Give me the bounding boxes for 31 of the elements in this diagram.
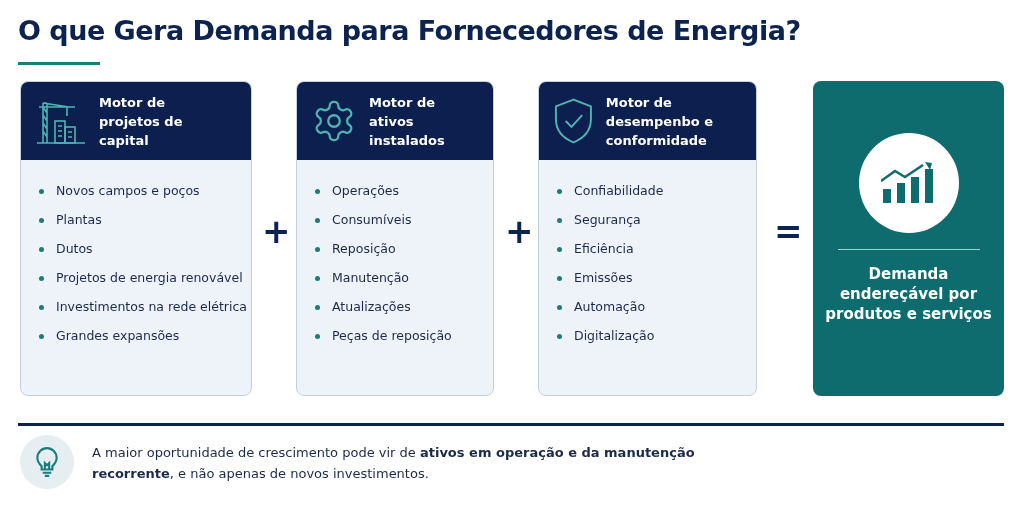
bullet-item: Segurança	[557, 211, 756, 229]
bullet-item: Consumíveis	[315, 211, 493, 229]
bullet-item: Manutenção	[315, 269, 493, 287]
bullet-item: Digitalização	[557, 327, 756, 345]
bullet-item: Plantas	[39, 211, 251, 229]
bullet-item: Grandes expansões	[39, 327, 251, 345]
result-card	[813, 81, 1004, 396]
bullet-item: Operações	[315, 182, 493, 200]
operator-symbol: =	[774, 214, 803, 248]
operator-symbol: +	[505, 214, 534, 248]
bullet-item: Eficiência	[557, 240, 756, 258]
card-heading: Motor de ativos instalados	[369, 93, 446, 150]
bullet-item: Confiabilidade	[557, 182, 756, 200]
bullet-item: Projetos de energia renovável	[39, 269, 251, 287]
driver-card	[538, 81, 757, 396]
bullet-item: Automação	[557, 298, 756, 316]
operator-symbol: +	[262, 214, 291, 248]
bullet-item: Reposição	[315, 240, 493, 258]
bullet-item: Investimentos na rede elétrica	[39, 298, 251, 316]
card-heading: Motor de projetos de capital	[99, 93, 184, 150]
bullet-item: Emissões	[557, 269, 756, 287]
driver-card	[296, 81, 494, 396]
bullet-item: Atualizações	[315, 298, 493, 316]
result-text: Demanda endereçável por produtos e serviços	[824, 264, 993, 324]
bullet-item: Dutos	[39, 240, 251, 258]
driver-card	[20, 81, 252, 396]
note-text: A maior oportunidade de crescimento pode vir de ativos em operação e da manutenção recorrente, e não apenas de novos investimentos.	[92, 444, 696, 483]
bullet-item: Novos campos e poços	[39, 182, 251, 200]
card-heading: Motor de desempenbo e conformidade	[605, 93, 715, 150]
title: O que Gera Demanda para Fornecedores de Energia?	[18, 14, 801, 48]
bullet-item: Peças de reposição	[315, 327, 493, 345]
